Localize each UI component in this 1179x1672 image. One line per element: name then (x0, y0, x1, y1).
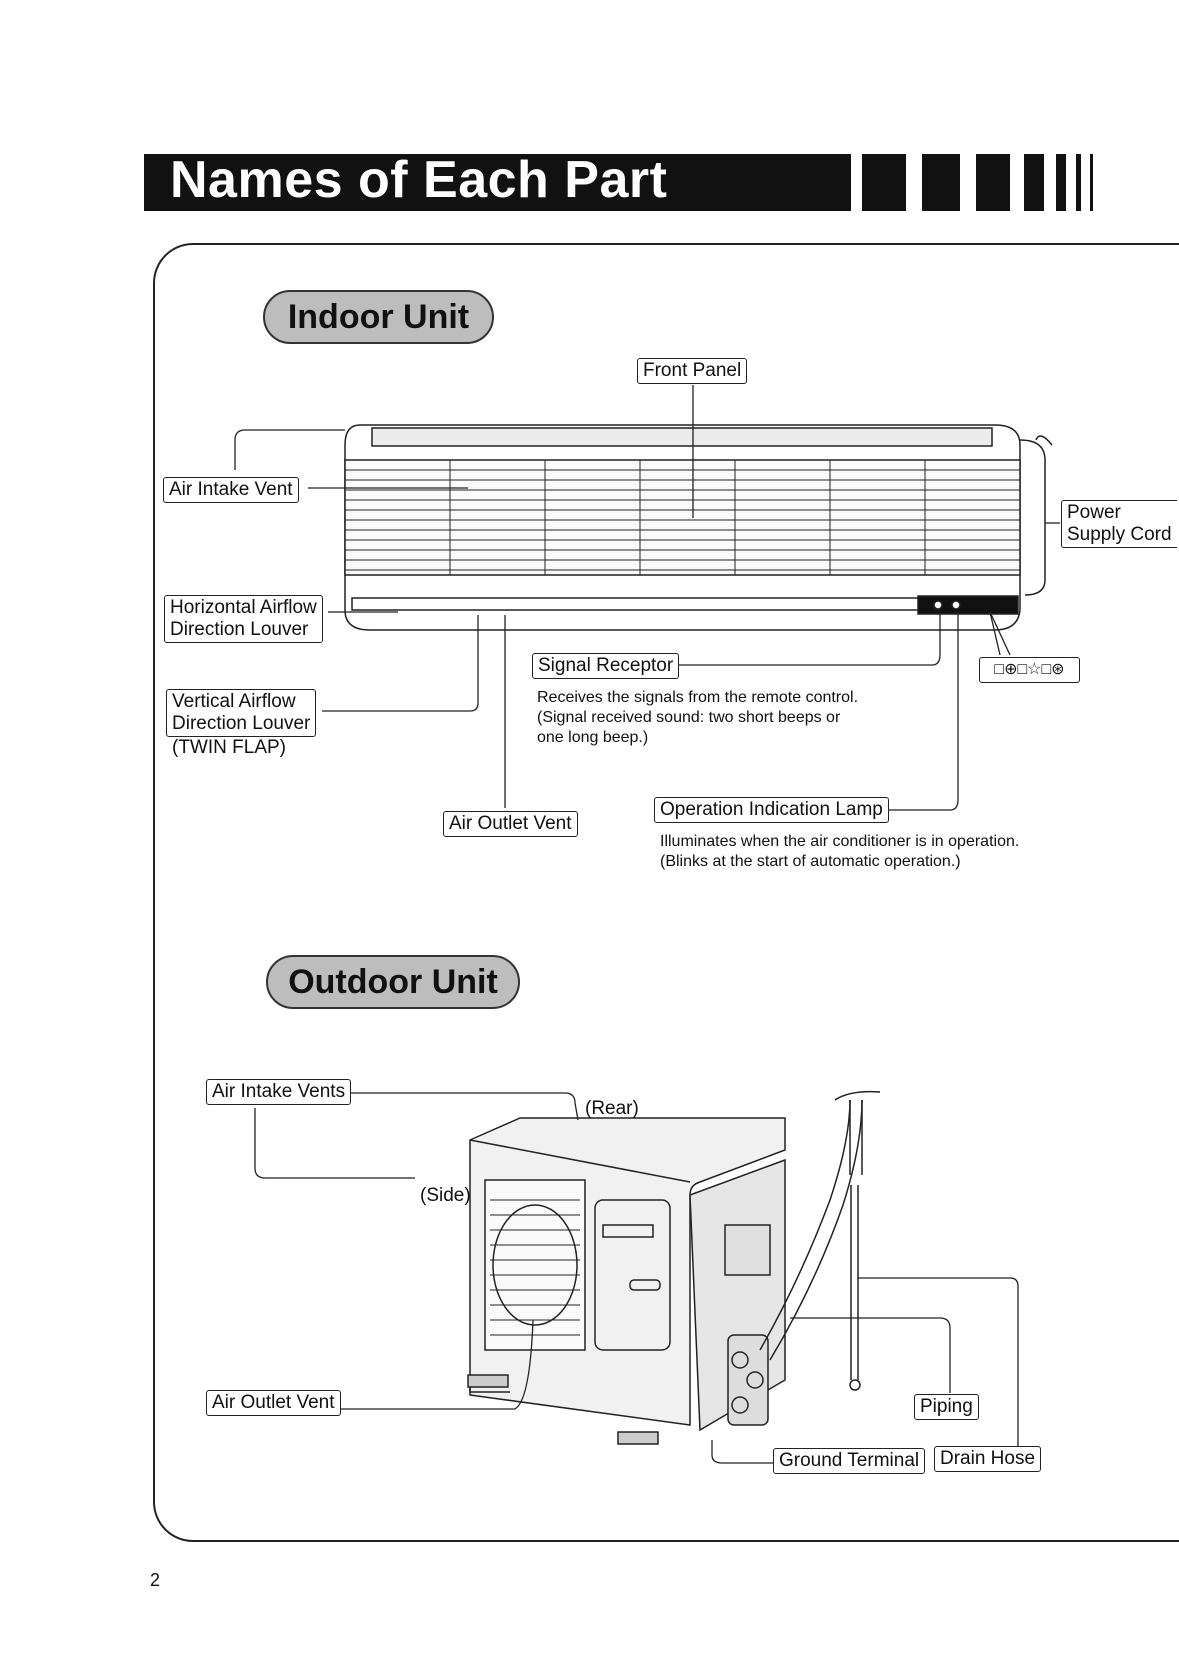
operation-lamp-desc-2: (Blinks at the start of automatic operat… (660, 853, 961, 870)
signal-receptor-desc-2: (Signal received sound: two short beeps … (537, 709, 841, 726)
air-intake-vent-label: Air Intake Vent (163, 477, 299, 503)
signal-receptor-desc-3: one long beep.) (537, 729, 649, 746)
indoor-unit-illustration (344, 424, 1053, 631)
page-number: 2 (150, 1570, 161, 1590)
vertical-louver-label: Vertical Airflow Direction Louver (166, 689, 317, 737)
front-panel-label: Front Panel (637, 358, 748, 384)
horizontal-louver-label: Horizontal Airflow Direction Louver (164, 595, 323, 643)
content-frame (153, 243, 1179, 1542)
vertical-louver-line2: Direction Louver (172, 713, 311, 734)
power-supply-cord-line2: Supply Cord (1067, 524, 1172, 545)
indoor-unit-heading: Indoor Unit (263, 290, 494, 344)
mode-indicator-icons: □⊕□☆□⊛ (979, 657, 1080, 683)
air-intake-vents-label: Air Intake Vents (206, 1079, 352, 1105)
ground-terminal-label: Ground Terminal (773, 1448, 926, 1474)
air-outlet-vent-label: Air Outlet Vent (443, 811, 578, 837)
title-decoration-block (976, 154, 1010, 211)
title-decoration-block (1056, 154, 1066, 211)
signal-receptor-label: Signal Receptor (532, 653, 680, 679)
title-bar (144, 154, 851, 211)
signal-receptor-desc-1: Receives the signals from the remote con… (537, 689, 859, 706)
title-decoration-block (1090, 154, 1093, 211)
indoor-leader-lines (234, 385, 1060, 811)
outdoor-air-outlet-vent-label: Air Outlet Vent (206, 1390, 341, 1416)
horizontal-louver-line1: Horizontal Airflow (170, 597, 317, 618)
page-title: Names of Each Part (170, 151, 668, 209)
operation-lamp-label: Operation Indication Lamp (654, 797, 889, 823)
power-supply-cord-label: Power Supply Cord (1061, 500, 1177, 548)
piping-label: Piping (914, 1394, 979, 1420)
power-supply-cord-line1: Power (1067, 502, 1121, 523)
drain-hose-label: Drain Hose (934, 1446, 1042, 1472)
operation-lamp-desc-1: Illuminates when the air conditioner is … (660, 833, 1020, 850)
horizontal-louver-line2: Direction Louver (170, 619, 309, 640)
title-decoration-block (1076, 154, 1081, 211)
title-decoration-block (922, 154, 960, 211)
vertical-louver-note: (TWIN FLAP) (172, 737, 286, 758)
title-decoration-block (1024, 154, 1044, 211)
vertical-louver-line1: Vertical Airflow (172, 691, 296, 712)
side-label: (Side) (420, 1185, 471, 1206)
outdoor-unit-illustration (467, 1090, 881, 1445)
outdoor-leader-lines (254, 1092, 1019, 1464)
rear-label: (Rear) (585, 1098, 639, 1119)
title-decoration-block (862, 154, 906, 211)
outdoor-unit-heading: Outdoor Unit (266, 955, 520, 1009)
